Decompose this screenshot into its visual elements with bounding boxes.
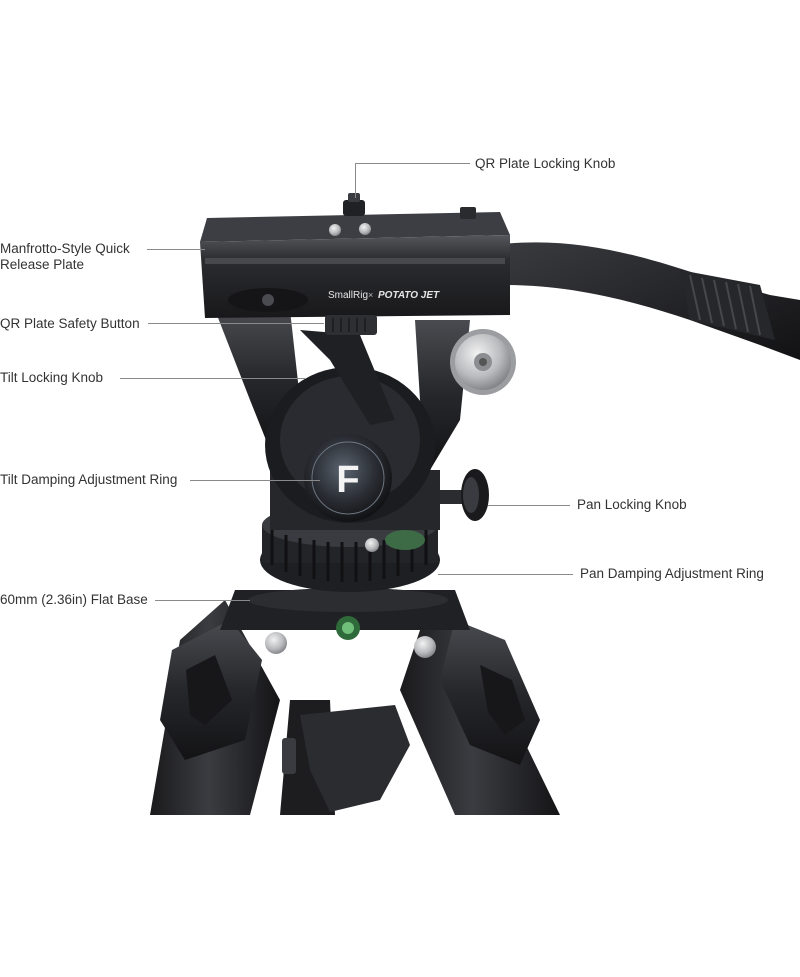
label-qr-plate-locking-knob: QR Plate Locking Knob (475, 156, 616, 171)
leader-tilt-lock (120, 378, 305, 379)
qr-plate-locking-knob (343, 200, 365, 216)
tripod-legs (150, 600, 560, 815)
qr-plate-safety-button (325, 315, 377, 335)
dial-logo: F (336, 459, 359, 501)
tilt-damping-dial (304, 434, 392, 522)
leader-safety-button (148, 323, 324, 324)
flat-base (248, 588, 448, 612)
leader-tilt-damping (190, 480, 320, 481)
label-tilt-damping-ring: Tilt Damping Adjustment Ring (0, 472, 178, 487)
brand-separator: × (368, 290, 373, 300)
leader-pan-damping (438, 574, 573, 575)
label-pan-locking-knob: Pan Locking Knob (577, 497, 687, 512)
leader-qr-knob-vertical (355, 163, 356, 198)
label-pan-damping-ring: Pan Damping Adjustment Ring (580, 566, 764, 581)
pan-locking-knob (440, 469, 489, 521)
quick-release-plate: SmallRig × POTATO JET (200, 193, 510, 335)
leader-pan-lock (488, 505, 570, 506)
center-hub (300, 705, 410, 812)
fluid-head-body: F (215, 310, 470, 552)
leg-crown (220, 588, 470, 640)
right-hinge-bolt (414, 636, 436, 658)
brand-potato-jet: POTATO JET (378, 290, 440, 301)
label-manfrotto-plate-line2: Release Plate (0, 257, 85, 272)
brand-smallrig: SmallRig (328, 290, 368, 301)
pan-handle (495, 242, 800, 360)
leader-flat-base (155, 600, 250, 601)
label-tilt-locking-knob: Tilt Locking Knob (0, 370, 104, 385)
label-flat-base: 60mm (2.36in) Flat Base (0, 592, 148, 607)
label-qr-plate-safety-button: QR Plate Safety Button (0, 316, 140, 331)
label-manfrotto-plate-line1: Manfrotto-Style Quick (0, 241, 130, 256)
left-hinge-bolt (265, 632, 287, 654)
leader-manfrotto-plate (147, 249, 205, 250)
tilt-locking-knob (300, 330, 395, 425)
silver-knob (450, 329, 516, 395)
leader-qr-knob (355, 163, 470, 164)
